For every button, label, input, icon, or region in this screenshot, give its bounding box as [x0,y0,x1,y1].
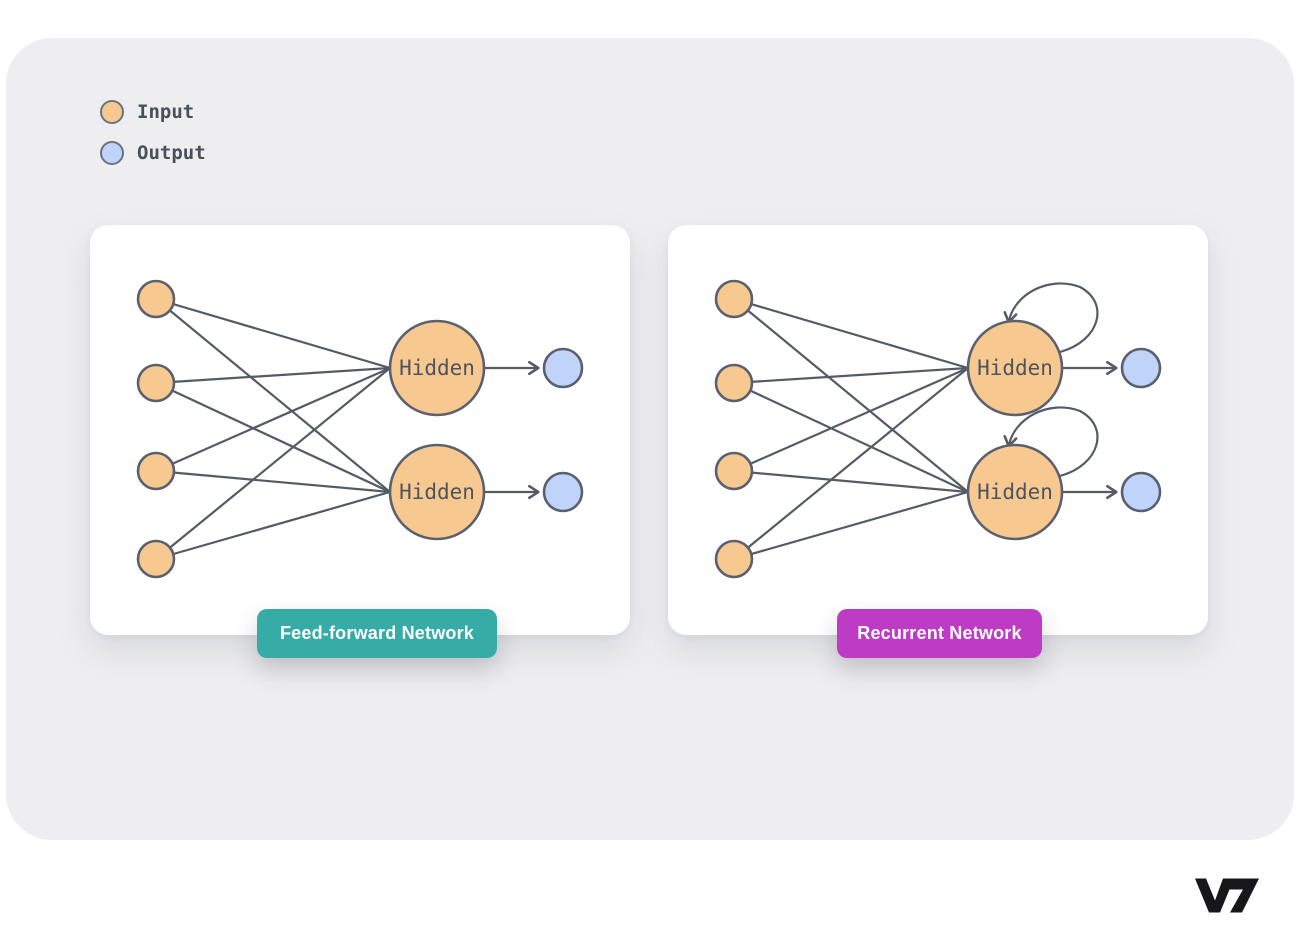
v7-logo: V7 [1195,877,1259,914]
output-node [1120,347,1162,389]
input-node [714,279,754,319]
legend: Input Output [100,100,206,165]
input-node [136,363,176,403]
output-node [542,347,584,389]
self-loop-arrow [1003,282,1099,354]
v7-logo-mark [1195,878,1259,913]
output-node [1120,471,1162,513]
edges [733,282,1118,561]
hidden-node-label: Hidden [399,356,475,380]
input-swatch-icon [100,100,124,124]
legend-label-output: Output [137,142,206,164]
hidden-node [966,443,1064,541]
output-node [542,471,584,513]
hidden-node [388,443,486,541]
feed-forward-diagram: Hidden Hidden [136,279,584,579]
recurrent-diagram: Hidden Hidden [714,279,1162,579]
hidden-node [388,319,486,417]
recurrent-card: Hidden Hidden [668,225,1208,635]
edges [155,297,540,561]
feed-forward-card: Hidden Hidden [90,225,630,635]
feed-forward-badge: Feed-forward Network [257,609,497,658]
input-node [136,279,176,319]
input-node [714,451,754,491]
output-swatch-icon [100,141,124,165]
input-node [714,539,754,579]
legend-label-input: Input [137,101,195,123]
input-node [136,539,176,579]
input-node [136,451,176,491]
self-loop-arrow [1003,406,1099,478]
legend-item-output: Output [100,141,206,165]
hidden-node-label: Hidden [977,356,1053,380]
hidden-node [966,319,1064,417]
hidden-node-label: Hidden [977,480,1053,504]
input-node [714,363,754,403]
recurrent-badge: Recurrent Network [837,609,1042,658]
hidden-node-label: Hidden [399,480,475,504]
legend-item-input: Input [100,100,206,124]
